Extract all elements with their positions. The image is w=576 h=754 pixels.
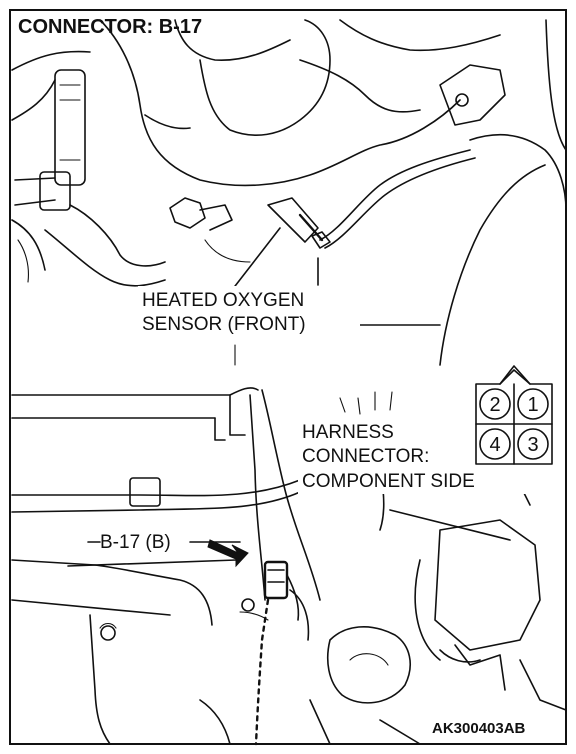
harness-label-line1: HARNESS [302,422,394,443]
pin-1-circle [517,388,549,420]
pin-4-label: 4 [489,434,500,456]
pin-1-label: 1 [527,394,538,416]
pin-3-circle [517,428,549,460]
engine-illustration-top [11,19,567,366]
engine-illustration-bottom [11,344,567,746]
figure-code: AK300403AB [432,720,526,737]
figure-border [9,9,567,745]
harness-label-line3: COMPONENT SIDE [302,471,475,492]
connector-ref-label: B-17 (B) [100,532,171,553]
pin-2-circle [479,388,511,420]
page-title: CONNECTOR: B-17 [18,16,202,38]
sensor-label-line1: HEATED OXYGEN [142,290,304,311]
sensor-label-line2: SENSOR (FRONT) [142,314,306,335]
pin-2-label: 2 [489,394,500,416]
pin-4-circle [479,428,511,460]
pin-3-label: 3 [527,434,538,456]
harness-label-line2: CONNECTOR: [302,446,429,467]
connector-pin-diagram: 2 1 4 3 [475,365,553,465]
